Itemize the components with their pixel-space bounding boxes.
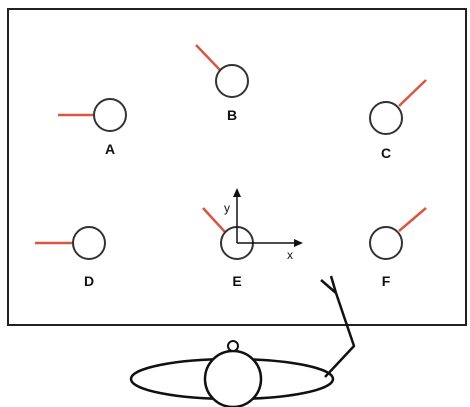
stick-b xyxy=(195,44,221,71)
screen-frame xyxy=(7,8,467,326)
stick-f xyxy=(398,207,427,232)
x-axis-arrow xyxy=(294,239,303,247)
target-a: A xyxy=(58,98,127,157)
circle-f xyxy=(369,226,403,260)
label-f: F xyxy=(382,273,391,289)
label-b: B xyxy=(227,107,237,123)
label-e: E xyxy=(232,273,241,289)
y-axis-label: y xyxy=(224,201,230,215)
observer-nose xyxy=(227,340,239,352)
stick-e xyxy=(202,207,226,233)
target-f: F xyxy=(369,207,427,289)
circle-c xyxy=(369,101,403,135)
circle-b xyxy=(215,64,249,98)
observer-head xyxy=(203,349,263,407)
x-axis-label: x xyxy=(287,248,293,262)
label-d: D xyxy=(84,273,94,289)
target-c: C xyxy=(369,79,427,161)
observer-figure xyxy=(129,275,356,407)
target-e: y x E xyxy=(202,188,303,289)
stick-c xyxy=(398,79,427,107)
observer-finger-1 xyxy=(320,279,337,294)
target-b: B xyxy=(195,44,249,123)
circle-a xyxy=(93,98,127,132)
target-d: D xyxy=(35,226,106,289)
label-c: C xyxy=(381,145,391,161)
observer-arm xyxy=(324,292,356,378)
observer-finger-2 xyxy=(329,275,338,294)
circle-d xyxy=(72,226,106,260)
y-axis-arrow xyxy=(233,188,241,197)
label-a: A xyxy=(105,141,115,157)
